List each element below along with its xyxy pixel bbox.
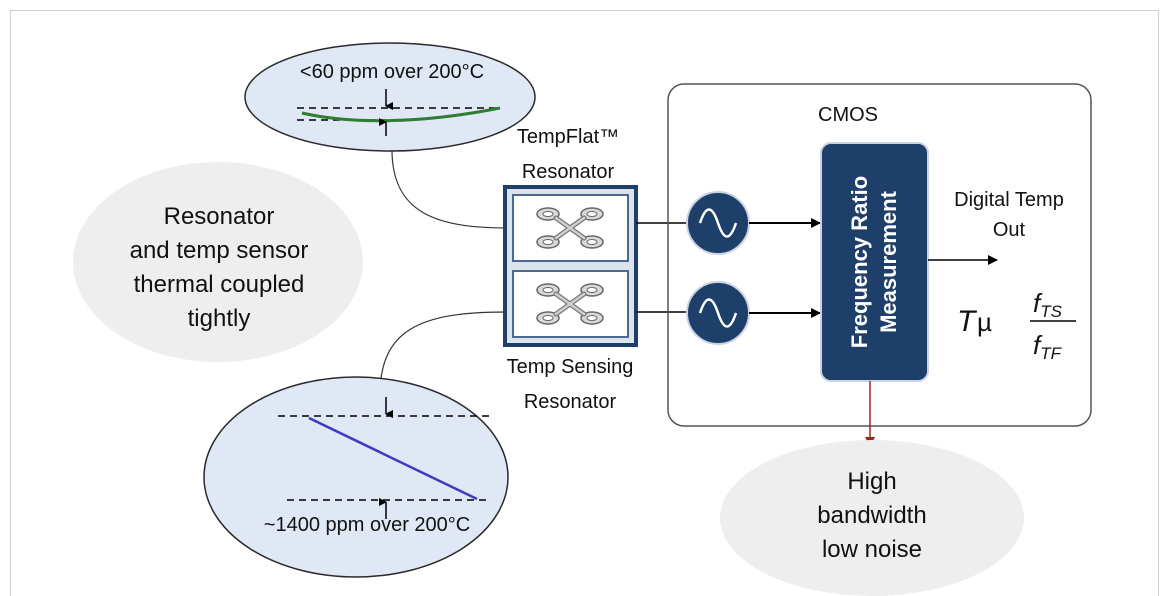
coupling-line-1: Resonator: [164, 203, 275, 230]
coupling-bubble: [73, 162, 363, 362]
tempflat-label-2: Resonator: [522, 161, 615, 183]
diagram-frame: [10, 10, 1159, 596]
top-ellipse: [244, 42, 536, 152]
noise-line-2: bandwidth: [817, 502, 926, 529]
coupling-line-2: and temp sensor: [130, 237, 309, 264]
formula-lhs: T: [957, 305, 978, 338]
temp-sensing-label-2: Resonator: [524, 391, 617, 413]
measurement-label-2: Measurement: [876, 190, 901, 333]
output-label-1: Digital Temp: [954, 189, 1064, 211]
top-ellipse-label: <60 ppm over 200°C: [300, 61, 484, 83]
noise-line-3: low noise: [822, 536, 922, 563]
sine-wave-icon: [698, 298, 738, 328]
measurement-label-1: Frequency Ratio: [847, 176, 872, 348]
formula-numerator: fTS: [1033, 288, 1063, 321]
cmos-label: CMOS: [818, 104, 878, 126]
noise-bubble: [720, 440, 1024, 596]
coupling-line-3: thermal coupled: [134, 271, 305, 298]
bottom-ellipse-sensing-line: [308, 416, 478, 501]
cmos-box: [667, 83, 1092, 427]
top-connector-curve: [391, 149, 509, 229]
output-label-2: Out: [993, 219, 1026, 241]
tempflat-label-1: TempFlat™: [517, 126, 619, 148]
top-ellipse-flat-curve: [301, 106, 501, 123]
temp-sensing-label-1: Temp Sensing: [507, 356, 634, 378]
bottom-ellipse-label: ~1400 ppm over 200°C: [264, 514, 470, 536]
bottom-ellipse: [203, 376, 509, 578]
formula-relation: µ: [977, 307, 992, 337]
formula-denominator: fTF: [1033, 330, 1063, 363]
sine-wave-icon: [698, 208, 738, 238]
coupling-line-4: tightly: [188, 305, 251, 332]
bottom-connector-curve: [379, 311, 506, 396]
noise-line-1: High: [847, 468, 896, 495]
frequency-ratio-measurement-block: [820, 142, 929, 382]
